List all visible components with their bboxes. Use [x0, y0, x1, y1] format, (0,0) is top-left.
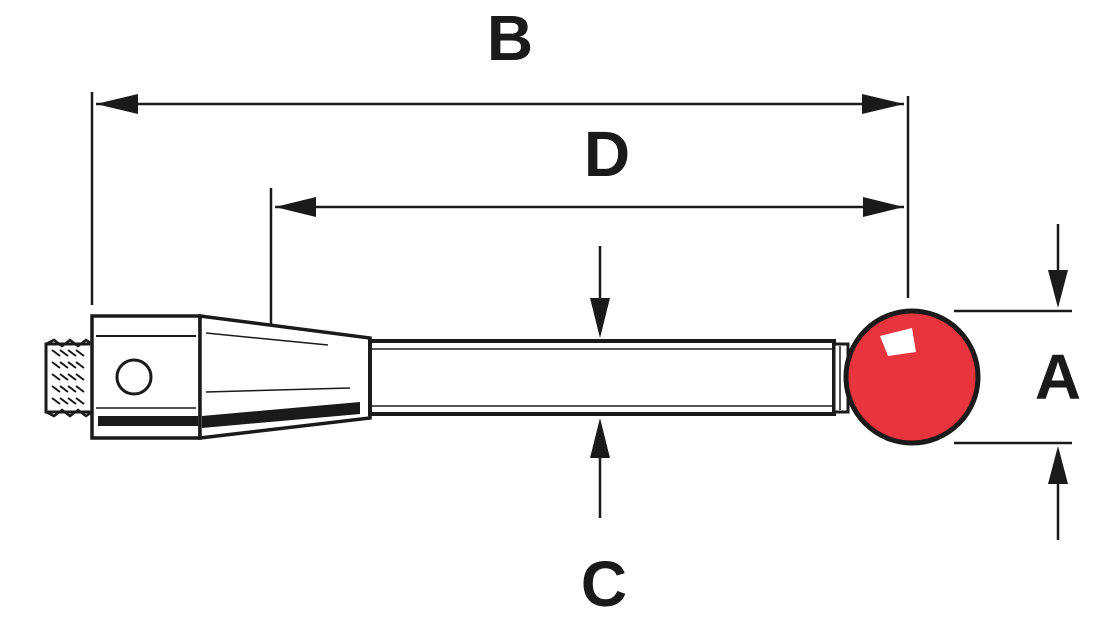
dimension-c: C: [581, 246, 627, 620]
arrowhead-a-bottom: [1048, 446, 1068, 484]
arrowhead-b-left: [96, 94, 138, 114]
arrowhead-b-right: [862, 94, 904, 114]
ruby-ball-tip-icon: [843, 308, 981, 446]
arrowhead-d-left: [275, 197, 316, 217]
arrowhead-c-top: [590, 298, 610, 338]
stylus-taper: [198, 314, 372, 440]
arrowhead-a-top: [1048, 270, 1068, 308]
thread-icon: [44, 338, 96, 418]
stylus-body: [90, 314, 202, 440]
dimension-a: A: [954, 224, 1081, 540]
label-c: C: [581, 548, 627, 620]
wrench-hole: [115, 358, 153, 396]
dimension-d: D: [269, 118, 904, 402]
arrowhead-d-right: [863, 197, 904, 217]
stylus-stem: [368, 339, 836, 416]
label-a: A: [1035, 341, 1081, 413]
stylus: [44, 308, 981, 446]
label-d: D: [584, 118, 630, 190]
arrowhead-c-bottom: [590, 418, 610, 458]
label-b: B: [487, 2, 533, 74]
dimension-b: B: [90, 2, 910, 305]
